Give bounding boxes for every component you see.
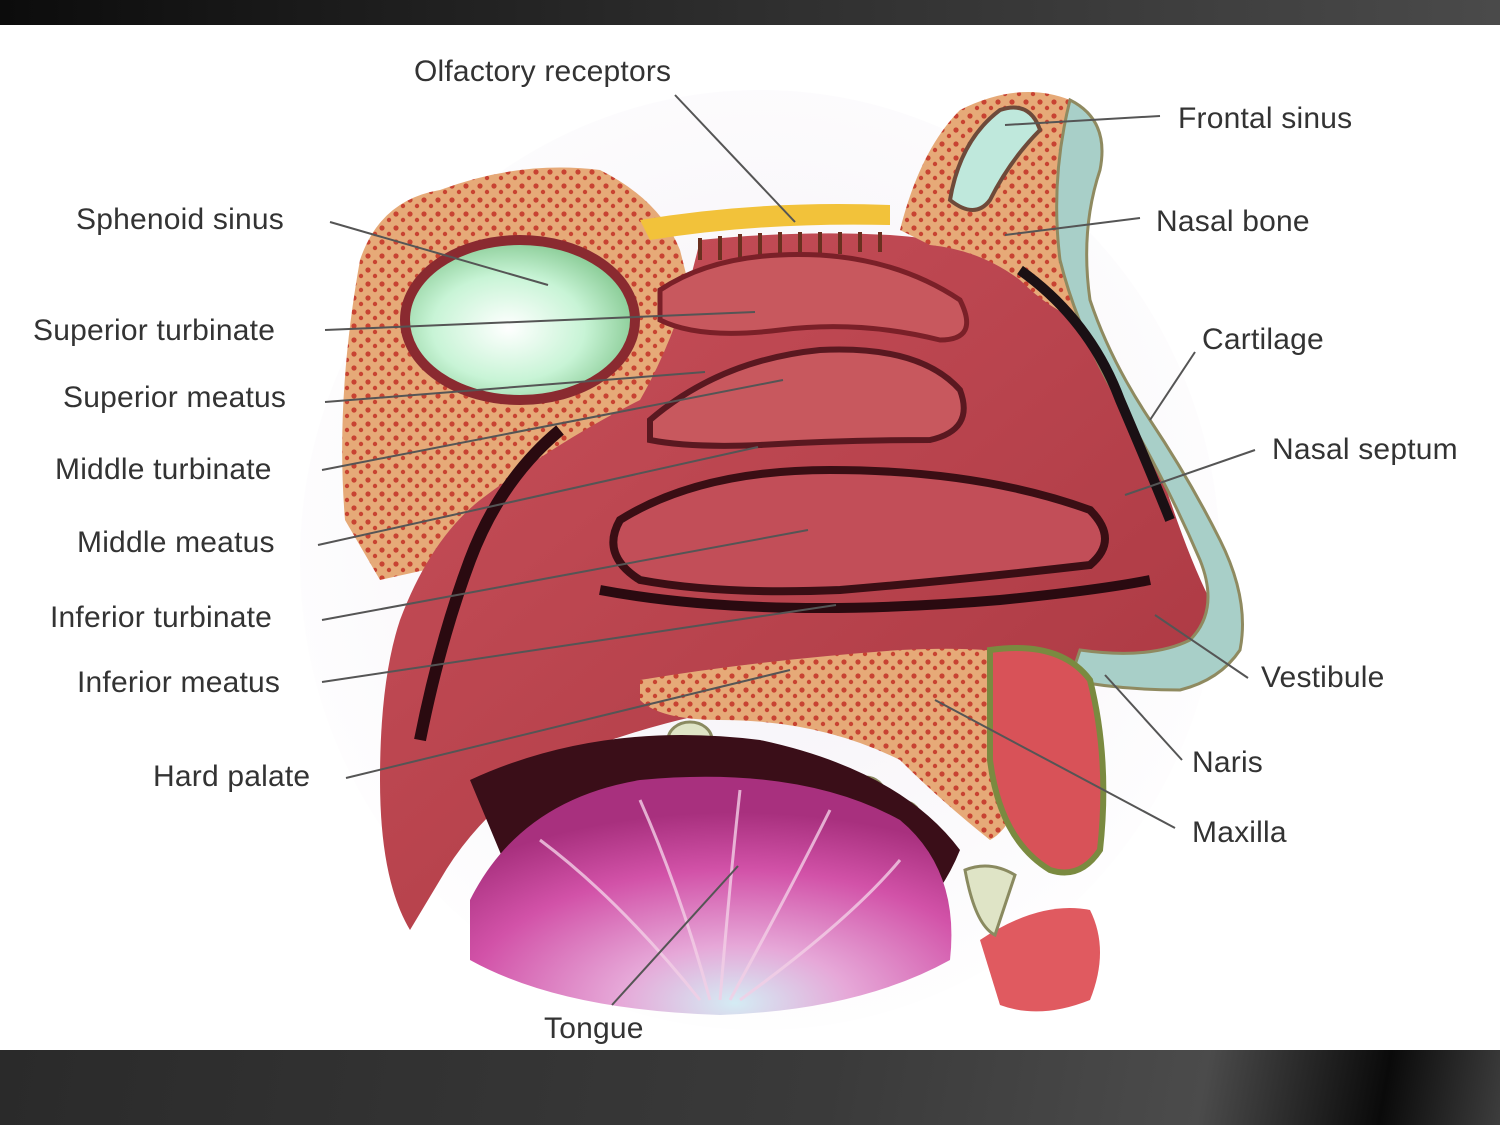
label-nasal-septum: Nasal septum — [1272, 433, 1458, 466]
olfactory-strip — [640, 204, 890, 240]
superior-turbinate-shape — [657, 251, 970, 343]
label-inferior-turbinate: Inferior turbinate — [50, 601, 273, 634]
frontal-nasal-bone — [900, 92, 1080, 320]
label-middle-turbinate: Middle turbinate — [55, 453, 272, 486]
hard-palate-bone — [640, 648, 1044, 840]
slide: Olfactory receptors Frontal sinus Spheno… — [0, 25, 1500, 1050]
label-hard-palate: Hard palate — [153, 760, 311, 793]
olfactory-fibers — [698, 232, 882, 260]
label-middle-meatus: Middle meatus — [77, 526, 275, 559]
label-frontal-sinus: Frontal sinus — [1178, 102, 1353, 135]
sphenoid-sinus-cavity — [400, 235, 640, 405]
lower-lip — [980, 908, 1100, 1012]
frontal-sinus — [947, 105, 1043, 212]
label-sphenoid-sinus: Sphenoid sinus — [76, 203, 284, 236]
label-superior-meatus: Superior meatus — [63, 381, 287, 414]
nasopharynx-shadow — [414, 425, 564, 742]
tongue-muscle-fibers — [539, 789, 902, 1002]
label-maxilla: Maxilla — [1192, 816, 1287, 849]
nasal-septum-edge — [1017, 265, 1175, 522]
label-nasal-bone: Nasal bone — [1156, 205, 1310, 238]
inferior-meatus-groove — [599, 575, 1151, 613]
label-inferior-meatus: Inferior meatus — [77, 666, 281, 699]
bottom-bar — [0, 1050, 1500, 1125]
label-vestibule: Vestibule — [1261, 661, 1385, 694]
label-naris: Naris — [1192, 746, 1264, 779]
leader-lines — [317, 94, 1256, 1006]
label-superior-turbinate: Superior turbinate — [33, 314, 276, 347]
label-tongue: Tongue — [544, 1012, 644, 1045]
middle-turbinate-shape — [647, 346, 967, 449]
label-olfactory-receptors: Olfactory receptors — [414, 55, 672, 88]
nasal-cavity-illustration — [300, 90, 1256, 1030]
top-bar — [0, 0, 1500, 25]
inferior-turbinate-shape — [609, 465, 1109, 596]
label-cartilage: Cartilage — [1202, 323, 1324, 356]
